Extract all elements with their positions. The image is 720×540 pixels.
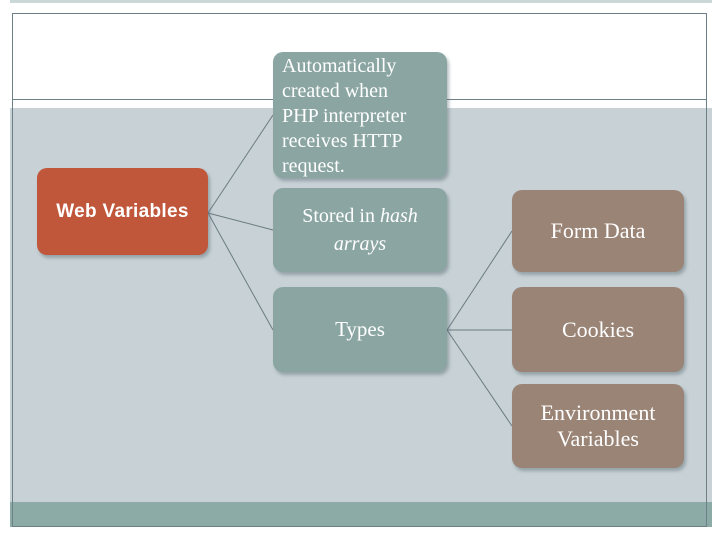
node-cookies-label: Cookies — [561, 316, 635, 342]
node-cookies: Cookies — [512, 287, 684, 372]
node-web-variables: Web Variables — [37, 168, 208, 255]
node-form-data: Form Data — [512, 190, 684, 272]
node-stored-in-hash-arrays: Stored in hash arrays — [273, 188, 447, 272]
node-stored-label-italic: hash arrays — [333, 205, 418, 255]
node-stored-label-normal: Stored in — [302, 205, 380, 227]
node-types: Types — [273, 287, 447, 372]
node-callout-description: Automatically created when PHP interpret… — [273, 52, 447, 178]
top-accent-strip — [10, 0, 712, 3]
node-stored-label: Stored in hash arrays — [285, 202, 435, 258]
node-types-label: Types — [335, 317, 385, 341]
node-environment-variables-label: Environment Variables — [540, 400, 656, 451]
node-web-variables-label: Web Variables — [56, 200, 189, 222]
node-callout-text: Automatically created when PHP interpret… — [282, 55, 407, 177]
bottom-accent-stripe — [10, 502, 712, 527]
node-environment-variables: Environment Variables — [512, 384, 684, 468]
node-form-data-label: Form Data — [550, 218, 646, 243]
